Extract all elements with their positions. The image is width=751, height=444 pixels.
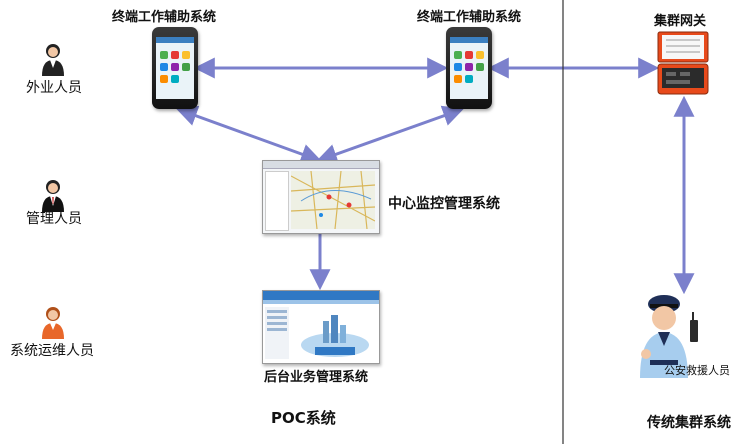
terminal-phone-right: [446, 27, 492, 109]
arrow-left-phone-to-center: [176, 105, 322, 165]
gateway-label: 集群网关: [654, 14, 707, 29]
terminal-right-label: 终端工作辅助系统: [417, 10, 522, 25]
role-label-ops: 系统运维人员: [10, 343, 94, 359]
field-worker-icon: [42, 44, 64, 76]
gateway-device-icon: [657, 31, 709, 95]
arrow-right-phone-to-center: [316, 105, 464, 165]
police-officer-icon: [640, 295, 698, 378]
backend-screen: [262, 290, 380, 364]
role-label-manager: 管理人员: [26, 211, 82, 227]
poc-system-label: POC系统: [271, 409, 336, 427]
center-label: 中心监控管理系统: [388, 196, 500, 212]
role-label-field: 外业人员: [26, 80, 82, 96]
manager-icon: [42, 180, 64, 212]
terminal-left-label: 终端工作辅助系统: [112, 10, 217, 25]
backend-label: 后台业务管理系统: [264, 370, 369, 385]
center-monitoring-screen: [262, 160, 380, 234]
legacy-system-label: 传统集群系统: [647, 415, 731, 431]
ops-staff-icon: [42, 307, 64, 339]
terminal-phone-left: [152, 27, 198, 109]
police-label: 公安救援人员: [664, 364, 730, 377]
